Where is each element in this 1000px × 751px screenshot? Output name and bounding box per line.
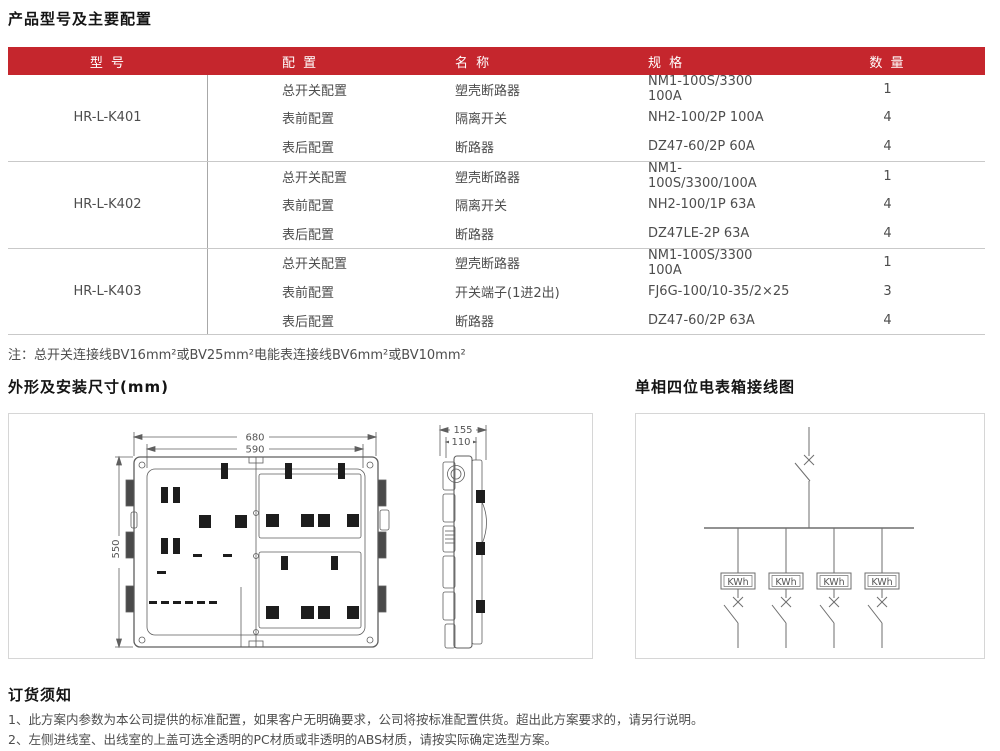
- config-cell: 表前配置: [282, 285, 335, 301]
- kwh-meter-label: KWh: [823, 577, 844, 588]
- name-cell: 断路器: [455, 314, 495, 330]
- header-name: 名 称: [455, 55, 492, 71]
- spec-cell: NH2-100/1P 63A: [648, 197, 756, 213]
- dim-inner-depth-label: 110: [451, 437, 470, 448]
- side-view-drawing: [438, 424, 488, 649]
- wiring-panel: KWh KWh KWh KWh: [635, 413, 985, 659]
- meter-branch: [864, 528, 900, 648]
- name-cell: 塑壳断路器: [455, 83, 521, 99]
- spec-cell: DZ47LE-2P 63A: [648, 225, 750, 241]
- config-cell: 总开关配置: [282, 83, 348, 99]
- model-cell: HR-L-K403: [8, 248, 208, 335]
- kwh-meter-label: KWh: [727, 577, 748, 588]
- name-cell: 开关端子(1进2出): [455, 285, 560, 301]
- table-group: HR-L-K402 总开关配置 塑壳断路器 NM1-100S/3300/100A 1 表前…: [8, 161, 985, 249]
- qty-cell: 1: [883, 81, 892, 97]
- spec-cell: NM1-100S/3300 100A: [648, 74, 753, 105]
- ordering-notes-heading: 订货须知: [8, 686, 73, 704]
- name-cell: 断路器: [455, 227, 495, 243]
- meter-branch: [768, 528, 804, 648]
- kwh-meter-label: KWh: [871, 577, 892, 588]
- qty-cell: 1: [883, 255, 892, 271]
- name-cell: 隔离开关: [455, 112, 508, 128]
- kwh-meter-label: KWh: [775, 577, 796, 588]
- dim-depth-label: 155: [453, 425, 472, 436]
- table-header-row: 型 号 配 置 名 称 规 格 数 量: [8, 47, 985, 75]
- header-config: 配 置: [282, 55, 319, 71]
- meter-branch: [816, 528, 852, 648]
- config-cell: 表前配置: [282, 112, 335, 128]
- spec-cell: DZ47-60/2P 60A: [648, 138, 755, 154]
- wiring-diagram: KWh KWh KWh KWh: [704, 427, 914, 648]
- spec-cell: NM1-100S/3300/100A: [648, 161, 757, 192]
- qty-cell: 4: [883, 138, 892, 154]
- config-cell: 表后配置: [282, 314, 335, 330]
- dim-outer-width-label: 680: [245, 433, 264, 444]
- meter-branch: [720, 528, 756, 648]
- table-group: HR-L-K401 总开关配置 塑壳断路器 NM1-100S/3300 100A 1 表前…: [8, 74, 985, 162]
- config-cell: 总开关配置: [282, 170, 348, 186]
- header-spec: 规 格: [648, 55, 685, 71]
- model-cell: HR-L-K402: [8, 161, 208, 248]
- header-model: 型 号: [89, 55, 127, 71]
- spec-cell: DZ47-60/2P 63A: [648, 312, 755, 328]
- table-footnote: 注：总开关连接线BV16mm²或BV25mm²电能表连接线BV6mm²或BV10…: [8, 348, 466, 363]
- name-cell: 隔离开关: [455, 199, 508, 215]
- qty-cell: 4: [883, 110, 892, 126]
- ordering-note-item: 2、左侧进线室、出线室的上盖可选全透明的PC材质或非透明的ABS材质，请按实际确…: [8, 732, 558, 747]
- dimensions-section-heading: 外形及安装尺寸(mm): [8, 378, 169, 396]
- config-cell: 表前配置: [282, 199, 335, 215]
- config-cell: 表后配置: [282, 227, 335, 243]
- qty-cell: 4: [883, 225, 892, 241]
- qty-cell: 1: [883, 168, 892, 184]
- spec-cell: NM1-100S/3300 100A: [648, 247, 753, 278]
- name-cell: 塑壳断路器: [455, 257, 521, 273]
- dimensions-panel: 680 590 550 155 110: [8, 413, 593, 659]
- qty-cell: 3: [883, 283, 892, 299]
- ordering-note-item: 1、此方案内参数为本公司提供的标准配置，如果客户无明确要求，公司将按标准配置供货…: [8, 712, 704, 727]
- qty-cell: 4: [883, 312, 892, 328]
- spec-cell: NH2-100/2P 100A: [648, 110, 764, 126]
- header-qty: 数 量: [869, 55, 906, 71]
- dim-inner-width-label: 590: [245, 445, 264, 456]
- name-cell: 断路器: [455, 140, 495, 156]
- spec-cell: FJ6G-100/10-35/2×25: [648, 283, 790, 299]
- dim-height-label: 550: [111, 539, 122, 558]
- main-breaker-symbol: [794, 427, 815, 528]
- table-group: HR-L-K403 总开关配置 塑壳断路器 NM1-100S/3300 100A 1 表前…: [8, 247, 985, 336]
- config-cell: 表后配置: [282, 140, 335, 156]
- page-title: 产品型号及主要配置: [8, 10, 153, 28]
- config-cell: 总开关配置: [282, 257, 348, 273]
- name-cell: 塑壳断路器: [455, 170, 521, 186]
- front-view-drawing: [113, 431, 390, 649]
- outline-dimension-drawing: 680 590 550 155 110: [111, 424, 488, 649]
- dimension-labels: 680 590 550 155 110: [111, 425, 473, 559]
- model-cell: HR-L-K401: [8, 75, 208, 161]
- wiring-section-heading: 单相四位电表箱接线图: [635, 378, 796, 396]
- qty-cell: 4: [883, 197, 892, 213]
